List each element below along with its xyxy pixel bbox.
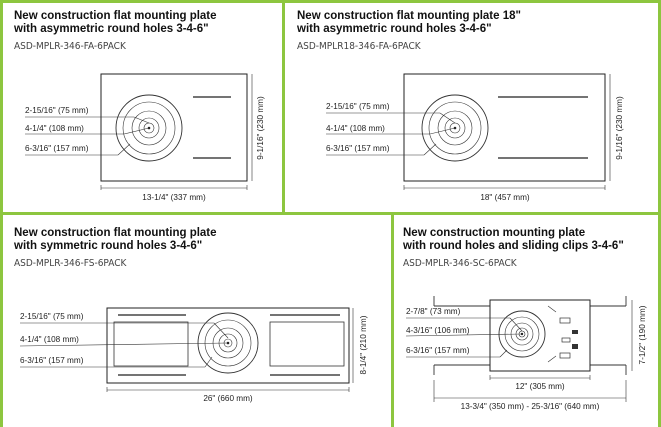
dim-middle-hole: 4-1/4" (108 mm) [25, 124, 84, 133]
cutout-right [269, 321, 345, 367]
product-title: New construction flat mounting plate wit… [14, 227, 217, 253]
dim-width: 12" (305 mm) [515, 382, 565, 391]
product-title: New construction flat mounting plate wit… [14, 10, 217, 36]
round-holes [115, 94, 183, 162]
product-sku: ASD-MPLR-346-FA-6PACK [14, 41, 126, 52]
dim-middle-hole: 4-3/16" (106 mm) [406, 326, 470, 335]
product-title-line2: with round holes and sliding clips 3-4-6… [403, 240, 624, 252]
mounting-plate [106, 307, 350, 384]
dim-inner-hole: 2-15/16" (75 mm) [20, 312, 84, 321]
dim-outer-hole: 6-3/16" (157 mm) [326, 144, 390, 153]
sliding-clips [547, 305, 578, 363]
dim-width: 18" (457 mm) [480, 193, 530, 202]
dim-width: 13-1/4" (337 mm) [142, 193, 206, 202]
product-title-line2: with symmetric round holes 3-4-6" [14, 240, 203, 252]
product-title-line1: New construction flat mounting plate [14, 227, 217, 239]
product-sku: ASD-MPLR18-346-FA-6PACK [297, 41, 421, 52]
round-holes [421, 94, 489, 162]
cutout-left [113, 321, 189, 367]
product-title-line2: with asymmetric round holes 3-4-6" [297, 23, 492, 35]
product-sku: ASD-MPLR-346-SC-6PACK [403, 258, 517, 269]
product-title: New construction mounting plate with rou… [403, 227, 624, 253]
dim-outer-hole: 6-3/16" (157 mm) [406, 346, 470, 355]
dim-height: 9-1/16" (230 mm) [615, 96, 624, 160]
product-sku: ASD-MPLR-346-FS-6PACK [14, 258, 127, 269]
dim-outer-hole: 6-3/16" (157 mm) [20, 356, 84, 365]
dim-span: 13-3/4" (350 mm) - 25-3/16" (640 mm) [461, 402, 600, 411]
product-title-line1: New construction flat mounting plate [14, 10, 217, 22]
product-title-line1: New construction flat mounting plate 18" [297, 10, 521, 22]
dim-height: 9-1/16" (230 mm) [256, 96, 265, 160]
mounting-plate [100, 73, 248, 182]
dim-height: 7-1/2" (190 mm) [638, 305, 647, 364]
dim-inner-hole: 2-7/8" (73 mm) [406, 307, 461, 316]
product-title-line2: with asymmetric round holes 3-4-6" [14, 23, 209, 35]
dim-inner-hole: 2-15/16" (75 mm) [25, 106, 89, 115]
product-title-line1: New construction mounting plate [403, 227, 586, 239]
mounting-plate [489, 299, 591, 372]
mounting-plate [403, 73, 606, 182]
dim-middle-hole: 4-1/4" (108 mm) [20, 335, 79, 344]
dim-middle-hole: 4-1/4" (108 mm) [326, 124, 385, 133]
dim-inner-hole: 2-15/16" (75 mm) [326, 102, 390, 111]
dim-height: 8-1/4" (210 mm) [359, 315, 368, 374]
product-title: New construction flat mounting plate 18"… [297, 10, 521, 36]
dim-outer-hole: 6-3/16" (157 mm) [25, 144, 89, 153]
dim-width: 26" (660 mm) [203, 394, 253, 403]
